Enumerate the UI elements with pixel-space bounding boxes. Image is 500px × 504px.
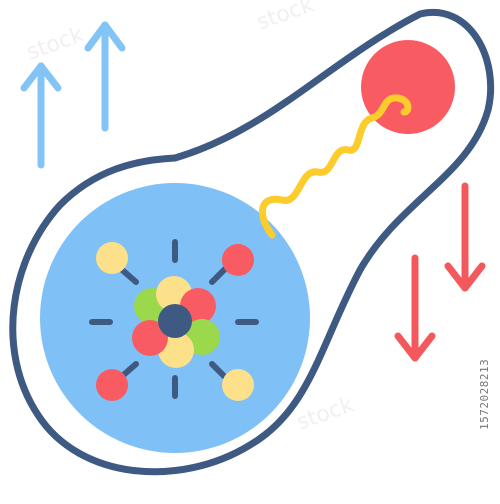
yellow-particle-bottom-right [222,369,254,401]
nucleon-cluster [132,276,220,368]
spring-wave [259,94,412,239]
down-arrow-right-icon [444,182,486,292]
up-arrow-right-icon [84,21,126,132]
nucleus-core [158,304,192,338]
stock-id-label: 1572028213 [478,358,491,430]
red-particle-top-right [222,244,254,276]
svg-text:stock: stock [294,392,358,436]
red-particle-bottom-left [96,369,128,401]
yellow-particle-top-left [96,242,128,274]
nucleus-spokes [89,239,259,399]
down-arrow-left-icon [394,254,436,362]
svg-text:stock: stock [24,22,88,66]
svg-text:stock: stock [254,0,318,36]
up-arrow-left-icon [20,62,62,169]
